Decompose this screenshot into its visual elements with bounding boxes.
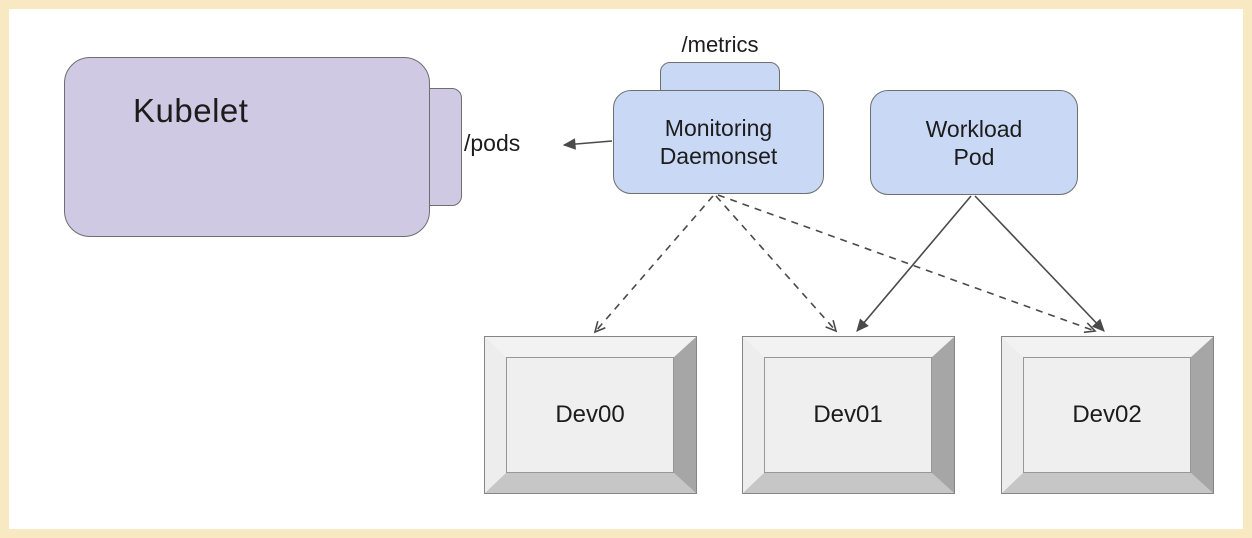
- device-face: Dev02: [1024, 358, 1190, 472]
- device-node-dev00: Dev00: [485, 337, 696, 493]
- device-label: Dev00: [555, 401, 625, 428]
- edge-monitoring-dev01: [715, 195, 838, 333]
- workload-pod-label-line2: Pod: [953, 143, 995, 170]
- edge-monitoring-dev00: [593, 195, 714, 334]
- kubelet-label: Kubelet: [133, 92, 249, 129]
- monitoring-daemonset-label-line2: Daemonset: [659, 143, 778, 169]
- device-face: Dev00: [507, 358, 673, 472]
- edge-monitoring-pods: [562, 138, 613, 150]
- metrics-endpoint-label: /metrics: [681, 32, 759, 57]
- workload-pod-label-line1: Workload: [925, 115, 1023, 142]
- monitoring-daemonset-label-line1: Monitoring: [664, 115, 773, 141]
- pods-endpoint-label: /pods: [464, 130, 521, 156]
- edge-workload-dev02: [974, 195, 1105, 332]
- edge-monitoring-dev02: [717, 194, 1097, 334]
- device-node-dev02: Dev02: [1002, 337, 1213, 493]
- device-label: Dev02: [1072, 401, 1142, 428]
- workload-pod-node: Workload Pod: [870, 90, 1078, 195]
- device-face: Dev01: [765, 358, 931, 472]
- device-label: Dev01: [813, 401, 883, 428]
- monitoring-daemonset-node: Monitoring Daemonset: [613, 90, 824, 194]
- kubelet-node: Kubelet: [64, 57, 430, 237]
- device-node-dev01: Dev01: [743, 337, 954, 493]
- edge-workload-dev01: [856, 195, 972, 332]
